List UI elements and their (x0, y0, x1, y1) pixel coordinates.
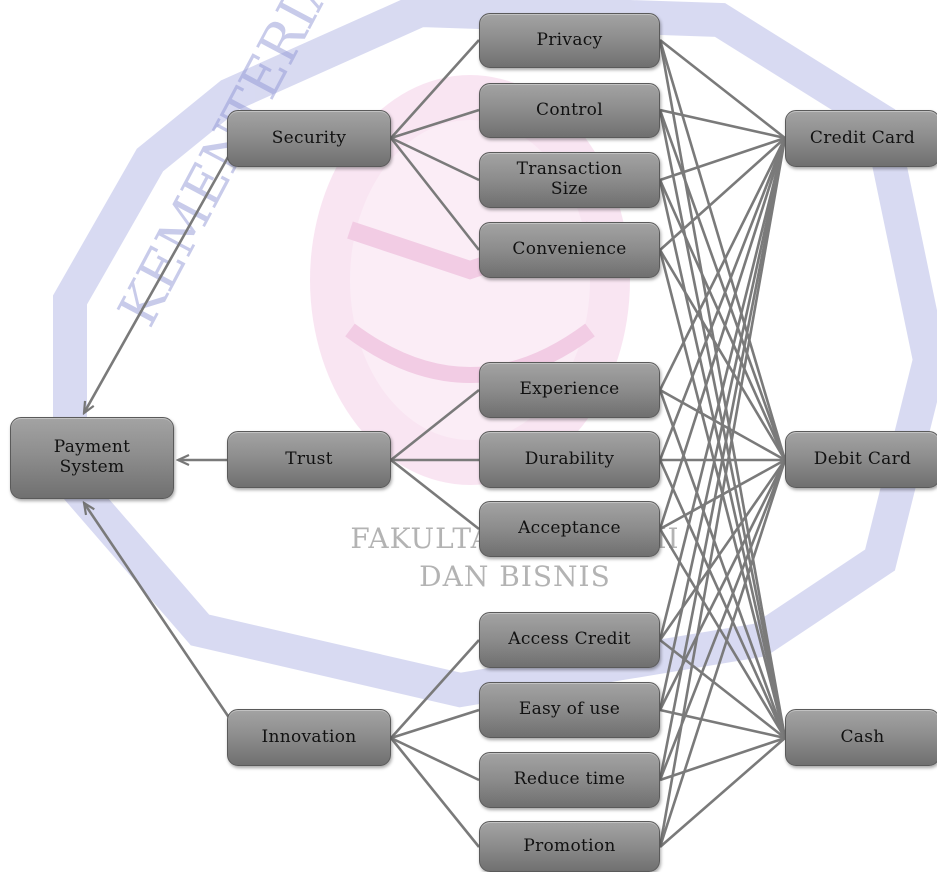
edge-trust-to-factor-1 (390, 388, 480, 462)
edge-security-to-factor-4 (389, 137, 481, 251)
node-payment-system[interactable]: Payment System (10, 417, 174, 499)
edge-factor-1-to-debit-card (658, 39, 787, 461)
edge-factor-11-to-cash (659, 737, 786, 848)
node-credit-card[interactable]: Credit Card (785, 110, 937, 167)
node-innovation[interactable]: Innovation (227, 709, 391, 766)
edge-factor-6-to-credit-card (658, 137, 787, 461)
edge-factor-2-to-credit-card (659, 108, 786, 140)
edge-factor-3-to-debit-card (658, 179, 787, 461)
edge-innovation-to-factor-3 (390, 736, 480, 782)
edge-factor-2-to-debit-card (658, 109, 787, 461)
edge-factor-7-to-cash (658, 528, 787, 739)
node-debit-card[interactable]: Debit Card (785, 431, 937, 488)
edge-security-to-factor-2 (390, 108, 480, 140)
edge-security-to-factor-1 (390, 39, 480, 139)
edge-factor-8-to-credit-card (658, 137, 787, 641)
edge-factor-4-to-debit-card (658, 249, 787, 461)
node-trust[interactable]: Trust (227, 431, 391, 488)
node-promotion[interactable]: Promotion (479, 821, 660, 872)
node-cash[interactable]: Cash (785, 709, 937, 766)
node-acceptance[interactable]: Acceptance (479, 501, 660, 557)
edge-security-to-payment (84, 149, 234, 413)
edge-trust-to-factor-3 (390, 458, 480, 531)
edge-factor-1-to-credit-card (659, 38, 786, 140)
node-reduce-time[interactable]: Reduce time (479, 752, 660, 808)
edge-factor-5-to-credit-card (658, 137, 787, 391)
node-privacy[interactable]: Privacy (479, 13, 660, 68)
edge-factor-10-to-cash (659, 736, 786, 782)
edge-factor-9-to-credit-card (658, 137, 787, 711)
edge-factor-7-to-credit-card (658, 137, 787, 530)
edge-innovation-to-factor-4 (389, 737, 481, 848)
edge-factor-6-to-cash (658, 459, 787, 739)
edge-factor-3-to-credit-card (659, 136, 786, 182)
edge-factor-9-to-cash (659, 708, 786, 740)
node-transaction-size[interactable]: Transaction Size (479, 152, 660, 208)
node-experience[interactable]: Experience (479, 362, 660, 418)
node-security[interactable]: Security (227, 110, 391, 167)
edge-innovation-to-factor-2 (390, 708, 480, 740)
edge-factor-5-to-cash (658, 389, 787, 739)
edge-factor-8-to-cash (659, 638, 786, 740)
watermark-line-2: DAN BISNIS (419, 560, 611, 593)
edge-factor-11-to-credit-card (658, 137, 787, 848)
node-access-credit[interactable]: Access Credit (479, 612, 660, 668)
edge-security-to-factor-3 (390, 136, 480, 182)
edge-factor-11-to-debit-card (658, 459, 787, 848)
edge-innovation-to-factor-1 (390, 639, 480, 739)
edge-factor-4-to-credit-card (659, 137, 786, 251)
edge-innovation-to-payment (84, 503, 234, 723)
edge-factor-10-to-credit-card (658, 137, 787, 781)
node-control[interactable]: Control (479, 83, 660, 138)
node-convenience[interactable]: Convenience (479, 222, 660, 278)
node-easy-of-use[interactable]: Easy of use (479, 682, 660, 738)
node-durability[interactable]: Durability (479, 431, 660, 488)
